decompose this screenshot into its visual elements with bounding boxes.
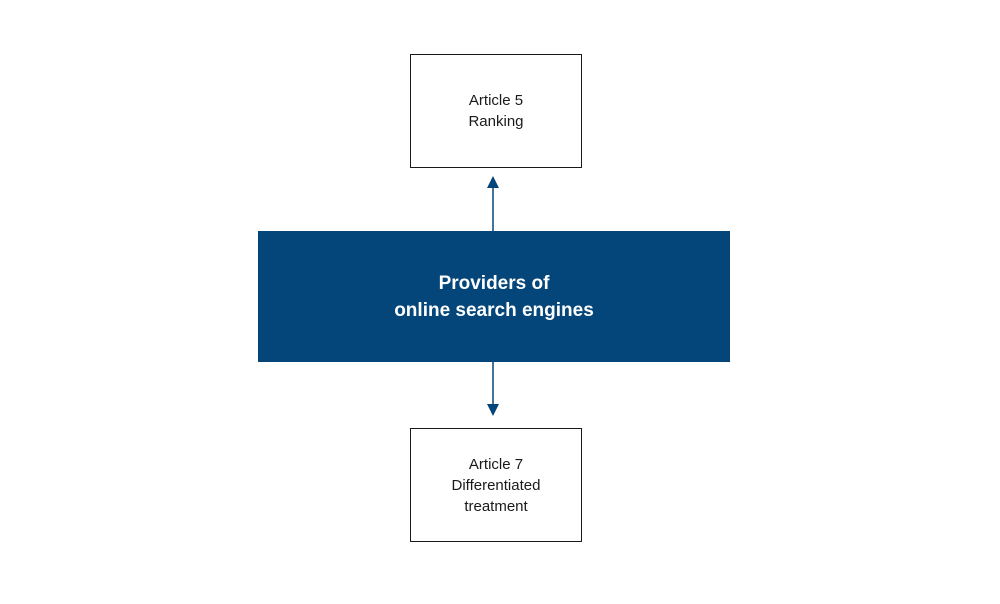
article-7-title: Article 7 [468,455,524,473]
arrowhead-up [487,176,499,188]
arrowhead-down [487,404,499,416]
article-7-subtitle-2: treatment [464,497,528,515]
article-5-title: Article 5 [468,92,524,109]
providers-line-2: online search engines [394,299,594,321]
providers-line-1: Providers of [438,272,550,294]
article-5-box: Article 5 Ranking [410,54,582,168]
article-7-box: Article 7 Differentiated treatment [410,428,582,542]
providers-box: Providers of online search engines [258,231,730,362]
article-5-subtitle: Ranking [468,113,524,130]
article-7-subtitle-1: Differentiated [451,476,541,494]
